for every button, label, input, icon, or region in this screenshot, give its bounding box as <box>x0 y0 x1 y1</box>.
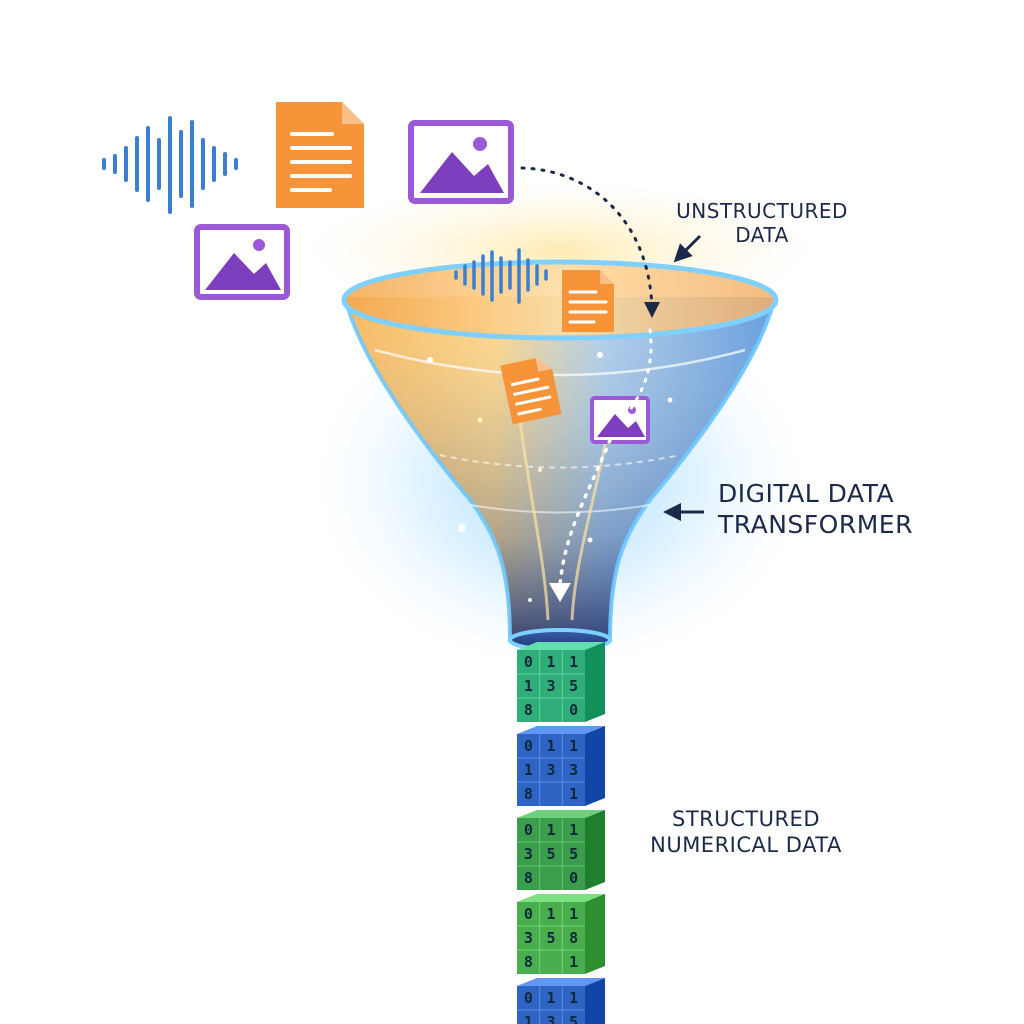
cube-digit: 8 <box>524 701 533 719</box>
cube-top-face <box>517 978 605 986</box>
cube-digit: 1 <box>569 653 578 671</box>
cube-digit: 0 <box>524 905 533 923</box>
cube-digit: 1 <box>524 761 533 779</box>
cube-side-face <box>585 810 605 890</box>
cube-top-face <box>517 810 605 818</box>
funnel-rim <box>344 262 776 338</box>
cube-digit: 0 <box>524 989 533 1007</box>
cube-top-face <box>517 642 605 650</box>
unstructured-data-label: UNSTRUCTURED DATA <box>662 199 862 248</box>
structured-label-line2: NUMERICAL DATA <box>650 832 842 857</box>
cube-side-face <box>585 642 605 722</box>
cube-digit: 1 <box>546 905 555 923</box>
cube-digit: 5 <box>546 929 555 947</box>
cube-digit: 8 <box>524 785 533 803</box>
cube-front-face <box>517 902 585 974</box>
cube-digit: 1 <box>524 677 533 695</box>
cube-digit: 5 <box>569 1013 578 1024</box>
funnel <box>341 259 779 652</box>
cube-digit: 1 <box>569 785 578 803</box>
transformer-label-line1: DIGITAL DATA <box>718 479 895 508</box>
cube-top-face <box>517 894 605 902</box>
cube-digit: 1 <box>569 905 578 923</box>
cube-front-face <box>517 818 585 890</box>
image-icon <box>194 224 290 300</box>
cube-front-face <box>517 650 585 722</box>
cube-digit: 1 <box>546 989 555 1007</box>
document-icon <box>276 102 364 208</box>
cube-digit: 5 <box>569 677 578 695</box>
cube-digit: 8 <box>524 869 533 887</box>
unstructured-data-label-line2: DATA <box>735 223 789 248</box>
flow-arrowhead <box>644 302 660 318</box>
cube-side-face <box>585 894 605 974</box>
cube-digit: 1 <box>569 737 578 755</box>
document-icon <box>562 270 614 332</box>
unstructured-data-label-line1: UNSTRUCTURED <box>676 199 848 223</box>
cube-side-face <box>585 726 605 806</box>
cube-digit: 1 <box>546 821 555 839</box>
cube-top-face <box>517 726 605 734</box>
cube-front-face <box>517 986 585 1024</box>
document-icon <box>500 358 562 425</box>
cube-digit: 1 <box>546 653 555 671</box>
cube-digit: 3 <box>546 761 555 779</box>
cube-digit: 1 <box>524 1013 533 1024</box>
cube-side-face <box>585 978 605 1024</box>
cube-digit: 3 <box>546 677 555 695</box>
flow-arrowhead <box>549 583 571 602</box>
cube-digit: 3 <box>524 845 533 863</box>
audio-wave-icon <box>102 116 238 214</box>
cube-digit: 0 <box>524 737 533 755</box>
flow-path-arrow <box>520 166 654 312</box>
cube-front-face <box>517 734 585 806</box>
structured-label-line1: STRUCTURED <box>671 807 820 831</box>
unstructured-pointer-arrow <box>673 234 702 263</box>
cube-digit: 0 <box>524 821 533 839</box>
cube-digit: 1 <box>569 953 578 971</box>
cube-digit: 8 <box>524 953 533 971</box>
structured-numerical-data-label: STRUCTURED NUMERICAL DATA <box>640 807 852 858</box>
cube-digit: 5 <box>569 845 578 863</box>
cube-digit: 0 <box>569 869 578 887</box>
transformer-label-line2: TRANSFORMER <box>718 509 913 539</box>
digital-data-transformer-label: DIGITAL DATA TRANSFORMER <box>718 479 913 540</box>
cube-digit: 8 <box>569 929 578 947</box>
flow-path-arrow <box>628 328 653 412</box>
cube-digit: 1 <box>569 989 578 1007</box>
image-icon <box>590 396 650 444</box>
cube-digit: 1 <box>546 737 555 755</box>
cube-digit: 5 <box>546 845 555 863</box>
image-icon <box>408 120 514 204</box>
cube-digit: 0 <box>524 653 533 671</box>
cube-digit: 3 <box>524 929 533 947</box>
cube-digit: 3 <box>569 761 578 779</box>
audio-wave-icon <box>454 248 548 304</box>
cube-digit: 1 <box>569 821 578 839</box>
cube-digit: 0 <box>569 701 578 719</box>
cube-digit: 3 <box>546 1013 555 1024</box>
